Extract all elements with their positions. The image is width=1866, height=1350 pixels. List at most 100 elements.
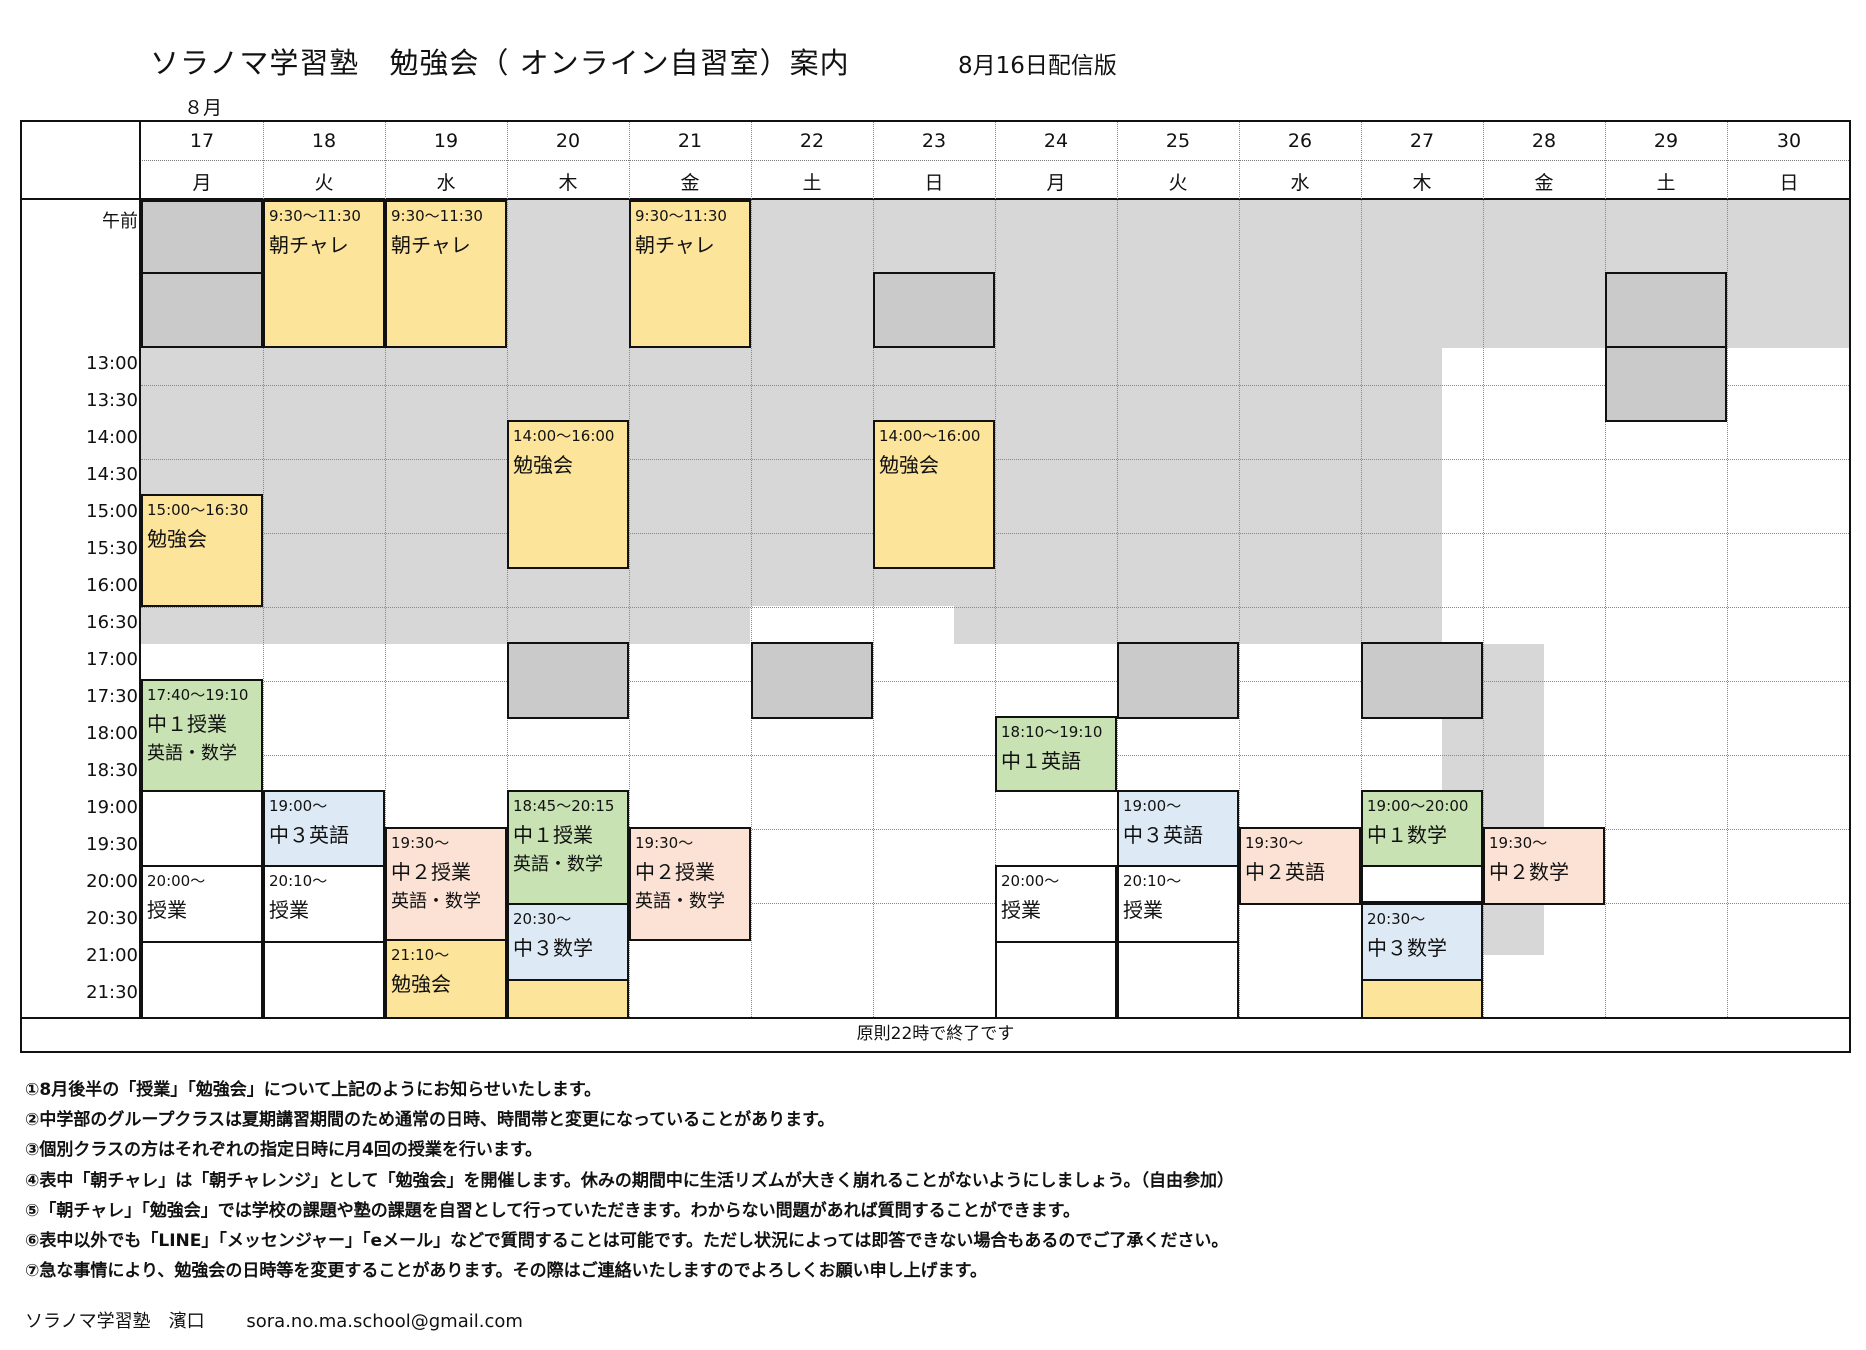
event-time: 19:30～ (1489, 834, 1548, 852)
closed-block (873, 272, 995, 348)
event-block: 19:00～20:00 中１数学 (1361, 790, 1483, 867)
event-name: 勉強会 (391, 972, 451, 996)
day-weekday: 水 (436, 172, 456, 194)
event-block: 20:30～ 中３数学 (1361, 903, 1483, 981)
col-line-12 (1605, 122, 1606, 1017)
event-name: 中１授業 (147, 712, 227, 736)
event-subjects: 英語・数学 (391, 891, 481, 912)
event-time: 20:00～ (1001, 872, 1060, 890)
event-time: 9:30～11:30 (391, 207, 483, 225)
day-number: 20 (555, 130, 581, 152)
event-block: 19:30～ 中２授業 英語・数学 (629, 827, 751, 941)
event-block: 9:30～11:30 朝チャレ (263, 200, 385, 348)
day-number: 22 (799, 130, 825, 152)
event-name: 中３数学 (1367, 936, 1447, 960)
day-weekday: 月 (192, 172, 212, 194)
time-label: 17:00 (86, 649, 138, 670)
contact-email: sora.no.ma.school@gmail.com (246, 1311, 523, 1332)
note-item: ④表中「朝チャレ」は「朝チャレンジ」として「勉強会」を開催します。休みの期間中に… (25, 1170, 1234, 1191)
note-item: ⑦急な事情により、勉強会の日時等を変更することがあります。その際はご連絡いたしま… (25, 1261, 987, 1282)
event-block: 18:45～20:15 中１授業 英語・数学 (507, 790, 629, 905)
event-name: 朝チャレ (635, 233, 715, 257)
day-weekday: 土 (802, 172, 822, 194)
time-label: 20:00 (86, 871, 138, 892)
note-item: ①8月後半の「授業」「勉強会」について上記のようにお知らせいたします。 (25, 1080, 602, 1100)
event-name: 授業 (1123, 898, 1163, 922)
time-label: 17:30 (86, 686, 138, 707)
time-label: 18:00 (86, 723, 138, 744)
time-label: 20:30 (86, 908, 138, 929)
closed-block (507, 642, 629, 719)
empty-block (1361, 865, 1483, 903)
day-number: 19 (433, 130, 459, 152)
day-number: 28 (1531, 130, 1557, 152)
col-line-13 (1727, 122, 1728, 1017)
event-block: 14:00～16:00 勉強会 (507, 420, 629, 569)
edition-label: 8月16日配信版 (958, 53, 1117, 79)
closed-block (1361, 642, 1483, 719)
event-name: 中３数学 (513, 936, 593, 960)
event-block: 20:00～ 授業 (141, 865, 263, 943)
day-weekday: 木 (558, 172, 578, 194)
event-block: 21:10～ 勉強会 (385, 939, 507, 1019)
event-subjects: 英語・数学 (635, 891, 725, 912)
event-name: 授業 (1001, 898, 1041, 922)
day-weekday: 木 (1412, 172, 1432, 194)
col-line-7 (995, 122, 996, 1017)
event-block: 20:10～ 授業 (1117, 865, 1239, 943)
signature: ソラノマ学習塾 濱口 sora.no.ma.school@gmail.com (25, 1307, 559, 1333)
study-session-block (507, 979, 629, 1019)
day-weekday: 金 (1534, 172, 1554, 194)
event-block: 15:00～16:30 勉強会 (141, 494, 263, 607)
time-label: 21:30 (86, 982, 138, 1003)
time-label: 15:00 (86, 501, 138, 522)
day-number: 26 (1287, 130, 1313, 152)
col-line-8 (1117, 122, 1118, 1017)
time-label: 13:00 (86, 353, 138, 374)
event-block: 19:30～ 中２英語 (1239, 827, 1361, 905)
event-subjects: 英語・数学 (513, 854, 603, 875)
day-weekday: 土 (1656, 172, 1676, 194)
event-time: 18:45～20:15 (513, 797, 615, 815)
day-number: 27 (1409, 130, 1435, 152)
event-name: 中３英語 (269, 823, 349, 847)
col-line-3 (507, 122, 508, 1017)
event-time: 20:10～ (269, 872, 328, 890)
event-name: 勉強会 (513, 453, 573, 477)
event-block: 9:30～11:30 朝チャレ (385, 200, 507, 348)
closed-block (1605, 272, 1727, 348)
closed-block (1605, 346, 1727, 422)
day-number: 29 (1653, 130, 1679, 152)
time-label: 15:30 (86, 538, 138, 559)
day-weekday: 月 (1046, 172, 1066, 194)
event-name: 中１英語 (1001, 749, 1081, 773)
event-name: 中３英語 (1123, 823, 1203, 847)
closing-note: 原則22時で終了です (856, 1024, 1015, 1044)
event-name: 授業 (269, 898, 309, 922)
time-label: 14:00 (86, 427, 138, 448)
empty-block (141, 790, 263, 867)
col-line-10 (1361, 122, 1362, 1017)
event-time: 17:40～19:10 (147, 686, 249, 704)
event-name: 中１授業 (513, 823, 593, 847)
event-time: 19:00～ (269, 797, 328, 815)
time-label: 16:30 (86, 612, 138, 633)
day-number: 25 (1165, 130, 1191, 152)
day-weekday: 日 (924, 172, 944, 194)
time-label: 午前 (102, 211, 138, 232)
event-block: 19:30～ 中２授業 英語・数学 (385, 827, 507, 941)
empty-block (1117, 941, 1239, 1019)
event-block: 18:10～19:10 中１英語 (995, 716, 1117, 792)
day-number: 17 (189, 130, 215, 152)
header-divider (139, 160, 1849, 161)
event-time: 9:30～11:30 (269, 207, 361, 225)
closed-block (751, 642, 873, 719)
col-line-9 (1239, 122, 1240, 1017)
event-block: 9:30～11:30 朝チャレ (629, 200, 751, 348)
event-time: 19:00～20:00 (1367, 797, 1469, 815)
time-label: 13:30 (86, 390, 138, 411)
event-time: 14:00～16:00 (879, 427, 981, 445)
note-item: ③個別クラスの方はそれぞれの指定日時に月4回の授業を行います。 (25, 1140, 543, 1161)
closed-block (141, 272, 263, 348)
time-label: 18:30 (86, 760, 138, 781)
